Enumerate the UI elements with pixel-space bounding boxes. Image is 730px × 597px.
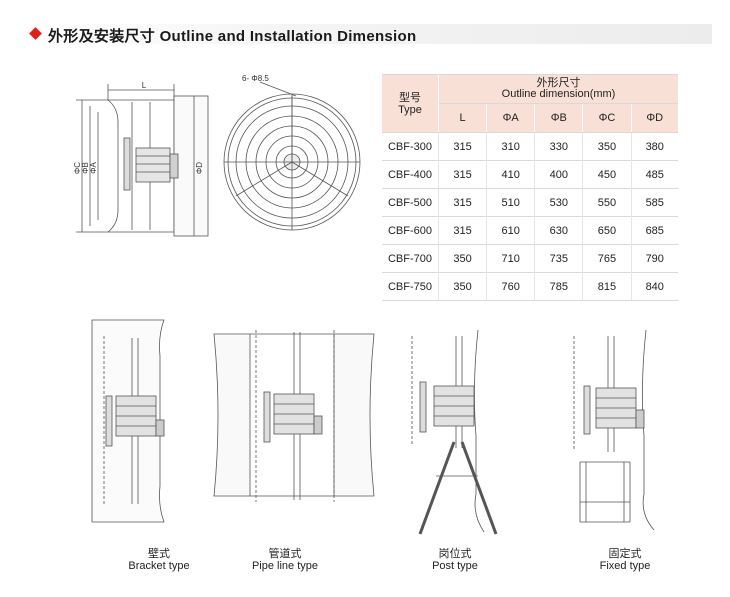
table-row: CBF-500 315 510 530 550 585 (382, 188, 678, 217)
value-cell: 685 (630, 216, 678, 245)
table-row: CBF-700 350 710 735 765 790 (382, 244, 678, 273)
caption-cn: 岗位式 (438, 548, 472, 560)
value-cell: 815 (582, 272, 631, 301)
value-cell: 315 (437, 132, 487, 161)
bracket-type-drawing (91, 319, 165, 523)
value-cell: 330 (534, 132, 583, 161)
side-view-drawing: L ΦC ΦB ΦA ΦD (73, 81, 209, 237)
value-cell: 765 (582, 244, 631, 273)
caption-cn: 管道式 (268, 548, 302, 560)
type-cell: CBF-700 (382, 244, 439, 273)
column-header: ΦD (630, 103, 678, 133)
value-cell: 735 (534, 244, 583, 273)
section-header: 外形及安装尺寸 Outline and Installation Dimensi… (22, 24, 712, 45)
pipe-line-type-drawing (213, 330, 375, 502)
value-cell: 380 (630, 132, 678, 161)
value-cell: 840 (630, 272, 678, 301)
dim-l-label: L (142, 81, 147, 90)
type-cell: CBF-600 (382, 216, 439, 245)
value-cell: 350 (437, 272, 487, 301)
type-header-cn: 型号 (399, 91, 421, 104)
column-header: L (437, 103, 487, 133)
column-header: ΦC (582, 103, 631, 133)
caption-cn: 壁式 (148, 548, 170, 560)
type-cell: CBF-300 (382, 132, 439, 161)
value-cell: 315 (437, 160, 487, 189)
value-cell: 485 (630, 160, 678, 189)
value-cell: 310 (486, 132, 535, 161)
table-header-row: 型号 Type 外形尺寸 Outline dimension(mm) (382, 74, 678, 133)
type-cell: CBF-750 (382, 272, 439, 301)
value-cell: 550 (582, 188, 631, 217)
value-cell: 350 (582, 132, 631, 161)
outline-header-en: Outline dimension(mm) (501, 88, 616, 100)
post-type-drawing (411, 329, 498, 535)
value-cell: 585 (630, 188, 678, 217)
caption-en: Post type (432, 560, 478, 572)
holes-label: 6- Φ8.5 (242, 74, 269, 83)
section-title: 外形及安装尺寸 Outline and Installation Dimensi… (48, 28, 417, 45)
type-header-en: Type (398, 103, 422, 116)
dim-d-label: ΦD (195, 162, 204, 174)
table-row: CBF-300 315 310 330 350 380 (382, 132, 678, 161)
outline-header-cell: 外形尺寸 Outline dimension(mm) (438, 74, 678, 104)
column-header: ΦB (534, 103, 583, 133)
front-view-drawing: 6- Φ8.5 (223, 74, 361, 231)
value-cell: 410 (486, 160, 535, 189)
value-cell: 530 (534, 188, 583, 217)
pipe-line-type-caption: 管道式 Pipe line type (230, 548, 340, 572)
caption-en: Fixed type (599, 560, 651, 572)
bracket-type-caption: 壁式 Bracket type (104, 548, 214, 572)
value-cell: 450 (582, 160, 631, 189)
value-cell: 610 (486, 216, 535, 245)
table-row: CBF-600 315 610 630 650 685 (382, 216, 678, 245)
value-cell: 710 (486, 244, 535, 273)
value-cell: 315 (437, 188, 487, 217)
table-row: CBF-750 350 760 785 815 840 (382, 272, 678, 301)
value-cell: 760 (486, 272, 535, 301)
caption-en: Bracket type (128, 560, 190, 572)
value-cell: 315 (437, 216, 487, 245)
type-header-cell: 型号 Type (382, 74, 439, 133)
value-cell: 350 (437, 244, 487, 273)
value-cell: 785 (534, 272, 583, 301)
diamond-bullet-icon (29, 27, 42, 40)
caption-cn: 固定式 (608, 548, 642, 560)
fixed-type-caption: 固定式 Fixed type (570, 548, 680, 572)
table-row: CBF-400 315 410 400 450 485 (382, 160, 678, 189)
value-cell: 400 (534, 160, 583, 189)
caption-en: Pipe line type (251, 560, 319, 572)
dim-a-label: ΦA (89, 161, 98, 173)
post-type-caption: 岗位式 Post type (400, 548, 510, 572)
value-cell: 650 (582, 216, 631, 245)
dimension-table: 型号 Type 外形尺寸 Outline dimension(mm) L ΦA … (382, 74, 678, 301)
fixed-type-drawing (573, 329, 655, 531)
type-cell: CBF-500 (382, 188, 439, 217)
value-cell: 510 (486, 188, 535, 217)
value-cell: 630 (534, 216, 583, 245)
dim-b-label: ΦB (81, 162, 90, 174)
type-cell: CBF-400 (382, 160, 439, 189)
value-cell: 790 (630, 244, 678, 273)
column-header: ΦA (486, 103, 535, 133)
outline-header-cn: 外形尺寸 (536, 77, 581, 89)
dim-c-label: ΦC (73, 162, 82, 174)
